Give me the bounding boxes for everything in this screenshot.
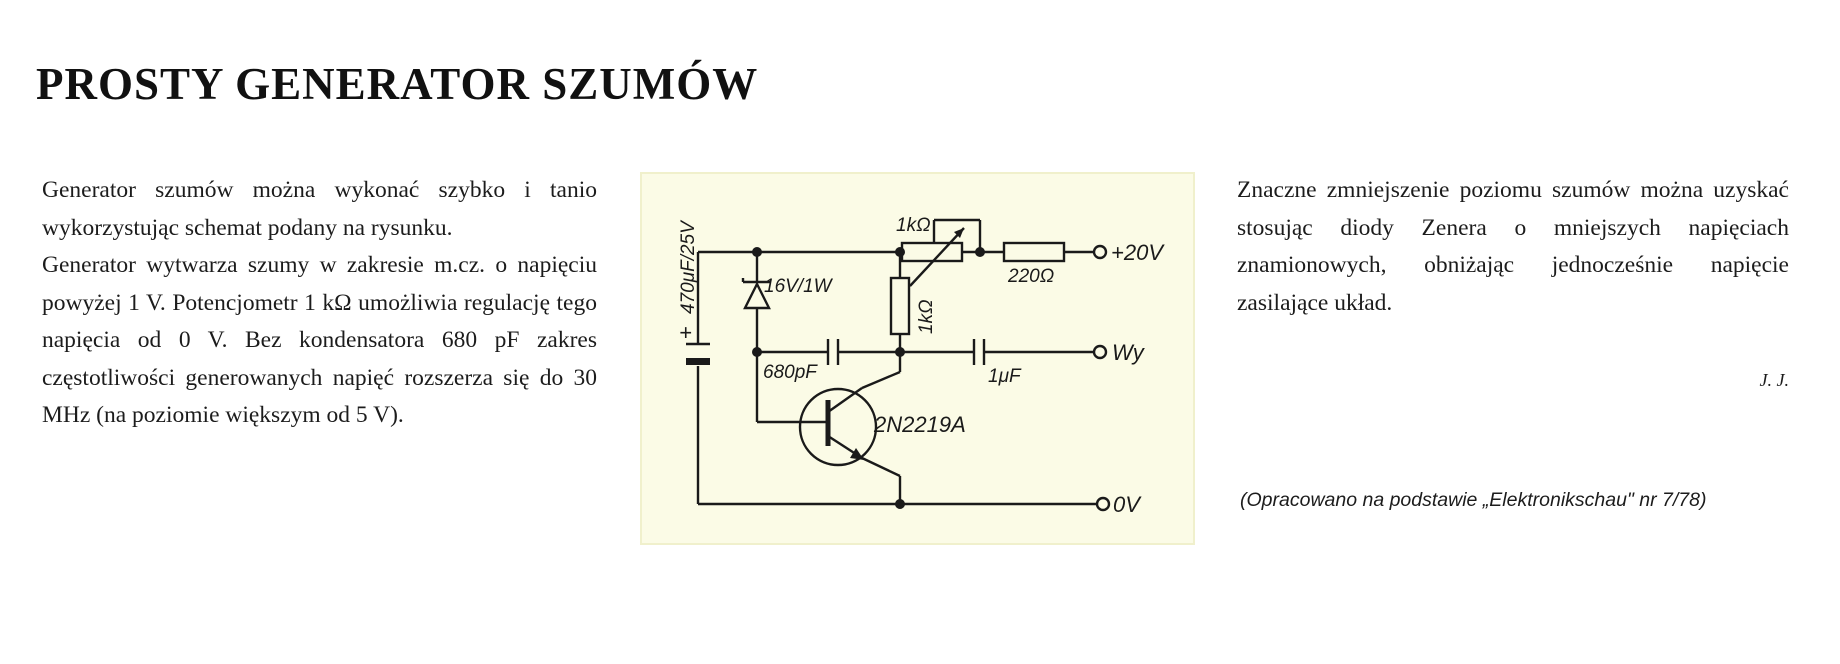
ground-terminal bbox=[1095, 496, 1111, 512]
paragraph-intro: Generator szumów można wykonać szybko i … bbox=[42, 177, 597, 241]
paragraph-zener-note: Znaczne zmniejszenie poziomu szumów możn… bbox=[1237, 177, 1789, 316]
transistor-label: 2N2219A bbox=[873, 412, 966, 437]
capacitor-680pf-label: 680pF bbox=[763, 362, 818, 383]
paragraph-description: Generator wytwarza szumy w zakresie m.cz… bbox=[42, 252, 597, 428]
left-column: Generator szumów można wykonać szybko i … bbox=[42, 172, 597, 435]
resistor-vertical-label: 1kΩ bbox=[916, 299, 937, 334]
potentiometer-label: 1kΩ bbox=[896, 215, 931, 236]
capacitor-470uf-label: 470μF/25V bbox=[678, 219, 699, 314]
circuit-schematic: 470μF/25V + 16V/1W 680pF bbox=[640, 172, 1195, 545]
ground-label: 0V bbox=[1113, 492, 1142, 517]
capacitor-470uf bbox=[686, 342, 710, 365]
capacitor-1uf bbox=[900, 339, 1108, 365]
capacitor-1uf-label: 1μF bbox=[988, 366, 1022, 387]
junction-dots bbox=[752, 247, 985, 509]
source-note: (Opracowano na podstawie „Elektronikscha… bbox=[1240, 489, 1707, 511]
capacitor-680pf bbox=[757, 339, 900, 365]
potentiometer-1k bbox=[900, 218, 1004, 287]
author-signature: J. J. bbox=[1759, 370, 1789, 390]
resistor-220 bbox=[1002, 241, 1108, 263]
zener-diode bbox=[741, 252, 771, 352]
capacitor-plus-label: + bbox=[679, 320, 692, 345]
right-column: Znaczne zmniejszenie poziomu szumów możn… bbox=[1237, 172, 1789, 322]
wire-base bbox=[755, 352, 804, 424]
resistor-220-label: 220Ω bbox=[1007, 266, 1054, 287]
transistor-2n2219a bbox=[798, 370, 902, 504]
schematic-drawing: 470μF/25V + 16V/1W 680pF bbox=[678, 215, 1165, 517]
output-label: Wy bbox=[1112, 340, 1146, 365]
zener-label: 16V/1W bbox=[764, 276, 834, 297]
article-title: PROSTY GENERATOR SZUMÓW bbox=[36, 59, 759, 109]
supply-label: +20V bbox=[1111, 240, 1165, 265]
